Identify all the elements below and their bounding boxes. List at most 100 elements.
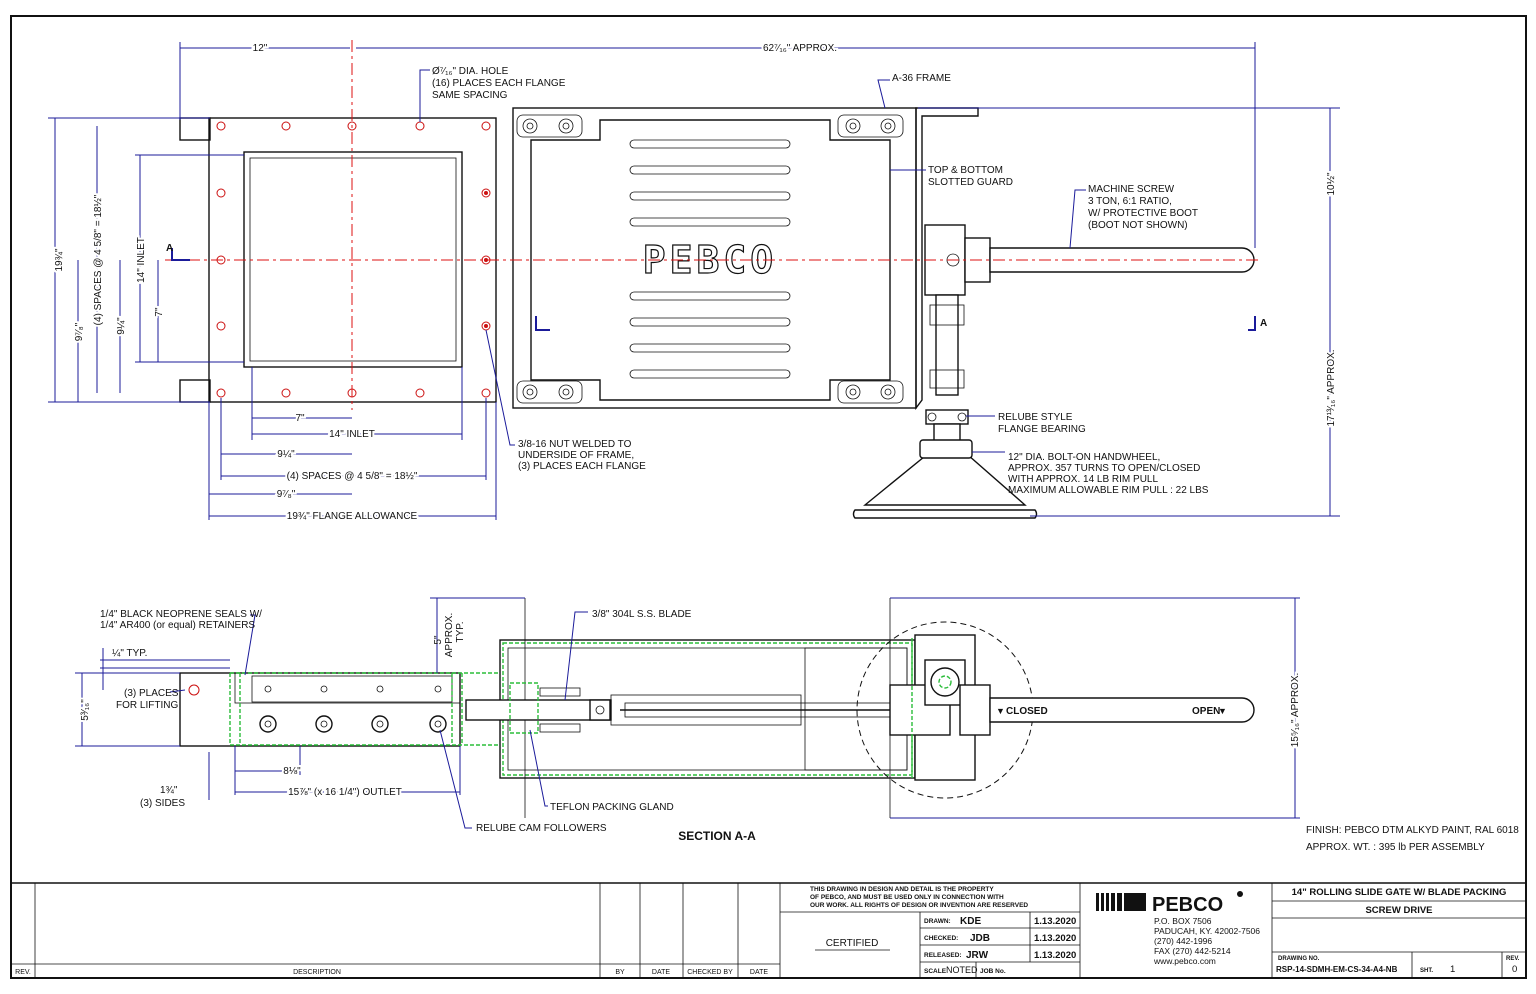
certified-label: CERTIFIED (826, 938, 879, 949)
drawing-no-label: DRAWING NO. (1278, 956, 1320, 962)
property-2: OF PEBCO, AND MUST BE USED ONLY IN CONNE… (810, 894, 1004, 901)
note-bearing-1: RELUBE STYLE (998, 412, 1073, 423)
note-typ: ¼" TYP. (112, 647, 147, 659)
section-marker-right: A (1248, 316, 1267, 331)
finish-line2: APPROX. WT. : 395 lb PER ASSEMBLY (1306, 842, 1485, 853)
dim-spaces-vert: (4) SPACES @ 4 5/8" = 18½" (93, 194, 104, 325)
sheet-label: SHT. (1420, 968, 1433, 974)
company-name: PEBCO (1152, 894, 1223, 916)
frame-bolts (516, 114, 904, 404)
drawn-date: 1.13.2020 (1034, 916, 1076, 927)
job-label: JOB No. (980, 968, 1006, 975)
checked-date: 1.13.2020 (1034, 933, 1076, 944)
drawn-label: DRAWN: (924, 918, 951, 925)
section-marker-mid (535, 316, 550, 331)
dim-5-3-16: 5³⁄₁₆" (80, 699, 91, 721)
svg-text:A: A (166, 243, 173, 254)
dim-9-7-8-horiz: 9⁷⁄₈" (277, 489, 296, 500)
dim-inlet-vert: 14" INLET (136, 237, 147, 283)
dim-10-1-2: 10½" (1326, 172, 1337, 195)
note-screw-1: MACHINE SCREW (1088, 184, 1175, 195)
handwheel-top (852, 439, 1038, 519)
dim-overall-length: 62⁷⁄₁₆" APPROX. (763, 43, 837, 54)
fax: FAX (270) 442-5214 (1154, 946, 1231, 956)
note-wheel-3: WITH APPROX. 14 LB RIM PULL (1008, 474, 1158, 485)
note-lift-1: (3) PLACES (124, 688, 179, 699)
top-view: PEBCO A (48, 40, 1340, 524)
title-block: REV. DESCRIPTION BY DATE CHECKED BY DATE… (11, 882, 1526, 978)
dim-outlet: 15⅞" (x 16 1/4") OUTLET (288, 787, 402, 798)
dim-inlet-horiz: 14" INLET (329, 429, 375, 440)
note-nut-1: 3/8-16 NUT WELDED TO (518, 439, 632, 450)
dim-spaces-horiz: (4) SPACES @ 4 5/8" = 18½" (287, 471, 418, 482)
drawn-by: KDE (960, 916, 981, 927)
website: www.pebco.com (1153, 956, 1216, 966)
note-wheel-4: MAXIMUM ALLOWABLE RIM PULL : 22 LBS (1008, 485, 1209, 496)
note-sides-1: 1¾" (160, 785, 178, 796)
checked-by: JDB (970, 933, 990, 944)
date-header: DATE (652, 969, 670, 976)
packing-gland (509, 682, 539, 734)
note-frame: A-36 FRAME (892, 73, 951, 84)
note-screw-4: (BOOT NOT SHOWN) (1088, 220, 1188, 231)
dim-19-3-4-vert: 19¾" (54, 248, 65, 271)
note-screw-3: W/ PROTECTIVE BOOT (1088, 208, 1198, 219)
note-screw-2: 3 TON, 6:1 RATIO, (1088, 196, 1172, 207)
note-seals-1: 1/4" BLACK NEOPRENE SEALS W/ (100, 609, 262, 620)
drawing-number: RSP-14-SDMH-EM-CS-34-A4-NB (1276, 965, 1398, 974)
title-line1: 14" ROLLING SLIDE GATE W/ BLADE PACKING (1292, 887, 1507, 898)
pebco-logo: PEBCO (1096, 891, 1243, 916)
note-approx5-3: TYP. (455, 622, 466, 643)
note-wheel-2: APPROX. 357 TURNS TO OPEN/CLOSED (1008, 463, 1200, 474)
note-sides-2: (3) SIDES (140, 798, 185, 809)
rev-number: 0 (1512, 964, 1517, 975)
note-teflon: TEFLON PACKING GLAND (550, 802, 674, 813)
dim-9-1-4-horiz: 9¼" (277, 448, 295, 460)
checked-label: CHECKED: (924, 935, 958, 942)
note-hole-1: Ø⁷⁄₁₆" DIA. HOLE (432, 66, 509, 77)
finish-line1: FINISH: PEBCO DTM ALKYD PAINT, RAL 6018 (1306, 825, 1519, 836)
scale-value: NOTED (946, 965, 978, 975)
description-header: DESCRIPTION (293, 969, 341, 976)
date2-header: DATE (750, 969, 768, 976)
dim-15-5-16: 15⁵⁄₁₆" APPROX. (1290, 673, 1301, 748)
svg-text:A: A (1260, 318, 1267, 329)
dim-7-vert: 7" (154, 307, 165, 317)
flange-bearing (925, 409, 969, 425)
note-blade: 3/8" 304L S.S. BLADE (592, 609, 692, 620)
note-nut-3: (3) PLACES EACH FLANGE (518, 461, 646, 472)
note-nut-2: UNDERSIDE OF FRAME, (518, 450, 634, 461)
note-hole-2: (16) PLACES EACH FLANGE (432, 78, 566, 89)
rev-label: REV. (1506, 956, 1520, 962)
section-body (179, 672, 461, 747)
title-line2: SCREW DRIVE (1365, 905, 1432, 916)
note-seals-2: 1/4" AR400 (or equal) RETAINERS (100, 620, 255, 631)
note-hole-3: SAME SPACING (432, 90, 508, 101)
dim-flange-allowance: 19¾" FLANGE ALLOWANCE (287, 511, 418, 522)
note-bearing-2: FLANGE BEARING (998, 424, 1086, 435)
cam-followers (259, 715, 447, 733)
scale-label: SCALE (924, 968, 947, 975)
dim-7-horiz: 7" (295, 413, 305, 424)
note-approx5-2: APPROX. (444, 613, 455, 657)
property-1: THIS DRAWING IN DESIGN AND DETAIL IS THE… (810, 886, 994, 893)
dim-8-1-8: 8⅛" (283, 766, 301, 777)
section-view: CLOSED ▼ OPEN ▼ 5³⁄₁₆" ¼" TYP. 5" APPROX… (75, 597, 1303, 843)
dim-9-7-8-vert: 9⁷⁄₈" (74, 322, 85, 341)
sheet-border (10, 15, 1527, 979)
rev-header: REV. (15, 969, 31, 976)
svg-text:▼: ▼ (1218, 706, 1227, 716)
note-approx5-1: 5" (433, 635, 444, 645)
dim-9-1-4-vert: 9¼" (115, 317, 127, 335)
property-3: OUR WORK. ALL RIGHTS OF DESIGN OR INVENT… (810, 902, 1028, 909)
svg-text:▼: ▼ (996, 706, 1005, 716)
label-closed: CLOSED (1006, 706, 1048, 717)
note-cam: RELUBE CAM FOLLOWERS (476, 823, 607, 834)
dim-12: 12" (253, 43, 268, 54)
body-bolts (264, 685, 442, 693)
addr2: PADUCAH, KY. 42002-7506 (1154, 926, 1260, 936)
phone: (270) 442-1996 (1154, 936, 1212, 946)
note-guard-2: SLOTTED GUARD (928, 177, 1013, 188)
label-open: OPEN (1192, 706, 1220, 717)
gland-springs (539, 687, 581, 733)
